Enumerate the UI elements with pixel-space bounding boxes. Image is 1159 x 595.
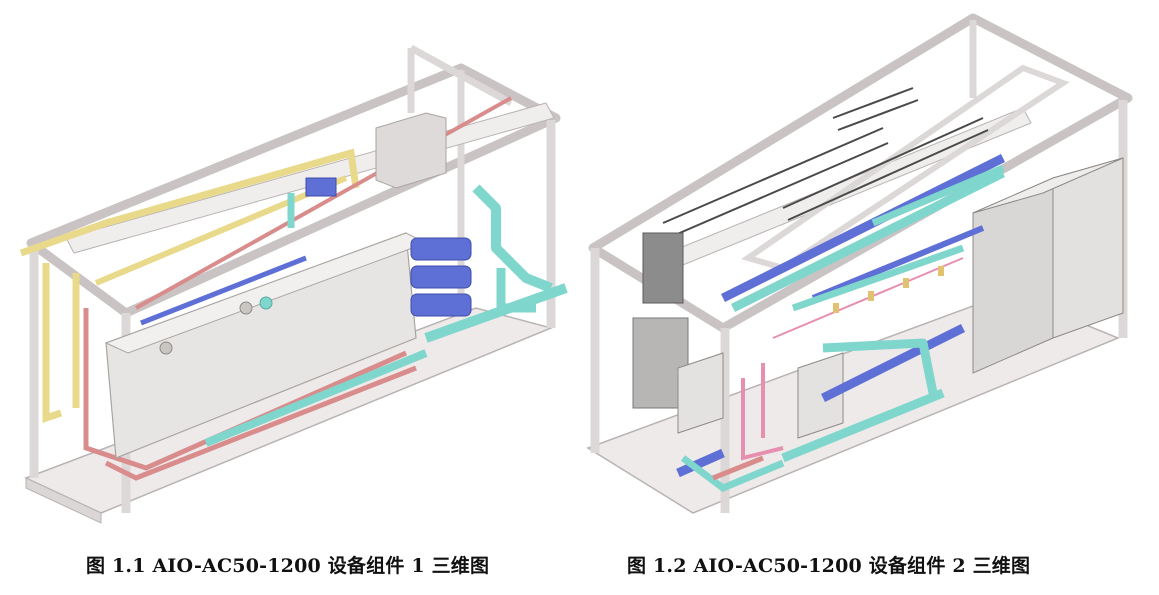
pump-4 xyxy=(305,177,337,197)
valve-rack xyxy=(662,87,989,239)
pink-pipe-1 xyxy=(741,378,784,461)
blue-pipe-3 xyxy=(676,448,725,478)
pump-1 xyxy=(410,237,472,261)
heat-exchanger-1 xyxy=(677,352,724,434)
cyan-pipe-5 xyxy=(496,268,536,313)
blue-pipe-4 xyxy=(811,225,985,301)
cyan-pipe-2 xyxy=(781,388,945,463)
blue-pipe-2 xyxy=(820,323,966,403)
top-rail-back xyxy=(409,44,513,107)
figure-2-drawing xyxy=(586,13,1133,514)
cyan-pipe-3 xyxy=(204,349,428,447)
yellow-pipe-4 xyxy=(94,175,348,286)
tank-nozzle-1 xyxy=(239,301,253,315)
cyan-pipe-4 xyxy=(791,244,965,312)
blue-pipe-1 xyxy=(720,153,1006,303)
cyan-pipe-5 xyxy=(680,455,785,492)
pump-3 xyxy=(410,293,472,317)
top-frame xyxy=(26,63,561,318)
cyan-pipe-3 xyxy=(822,338,938,394)
cyan-pipe-6 xyxy=(871,164,1005,227)
figure-1-caption: 图 1.1 AIO-AC50-1200 设备组件 1 三维图 xyxy=(86,555,490,577)
yellow-pipe-1 xyxy=(19,148,360,257)
cyan-pipe-2 xyxy=(424,283,568,343)
figure-1-equipment-3d-view xyxy=(6,8,571,533)
valve-markers xyxy=(833,266,944,313)
tank-nozzle-3 xyxy=(159,341,173,355)
cyan-pipe-1 xyxy=(730,168,1006,313)
blue-pipe-1 xyxy=(140,255,307,326)
red-pipe-1 xyxy=(712,455,764,481)
panel-1 xyxy=(642,232,684,304)
heat-exchanger-2 xyxy=(797,352,844,439)
pump-2 xyxy=(410,265,472,289)
control-box xyxy=(375,112,447,189)
figure-2-caption: 图 1.2 AIO-AC50-1200 设备组件 2 三维图 xyxy=(627,555,1031,577)
red-pipe-1 xyxy=(135,96,512,310)
red-pipe-3 xyxy=(104,365,417,481)
cabinet-top xyxy=(972,157,1124,214)
base-frame-side xyxy=(25,477,102,524)
figure-1-drawing xyxy=(19,44,568,524)
figure-2-equipment-3d-view xyxy=(583,8,1151,533)
tank-nozzle-2 xyxy=(259,296,273,310)
cyan-pipe-1 xyxy=(472,184,553,293)
yellow-pipe-2 xyxy=(42,263,63,423)
cabinet-2 xyxy=(1052,157,1124,339)
